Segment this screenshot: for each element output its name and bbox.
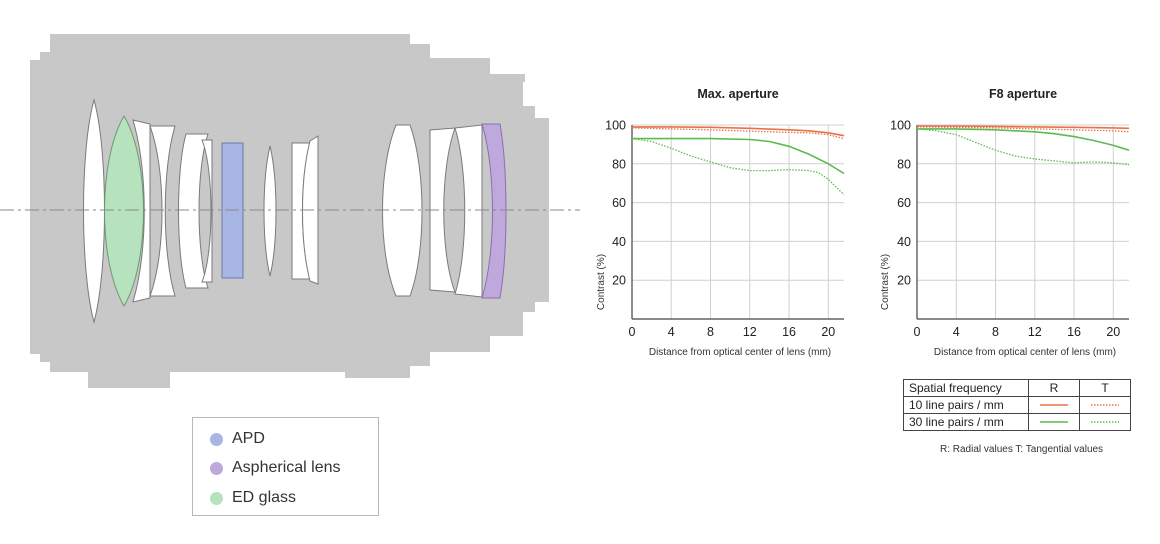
x-tick-label: 16: [1067, 325, 1081, 339]
series-line-2: [917, 128, 1130, 151]
x-tick-label: 4: [668, 325, 675, 339]
tangential-header: T: [1079, 379, 1131, 397]
legend-label-aspherical: Aspherical lens: [232, 459, 341, 476]
lens-diagram: [0, 34, 580, 388]
y-tick-label: 20: [612, 274, 626, 288]
radial-header: R: [1028, 379, 1080, 397]
mtf-table-row-30lp: 30 line pairs / mm: [903, 413, 1131, 431]
legend-item-apd: APD: [210, 429, 265, 449]
x-tick-label: 4: [953, 325, 960, 339]
chart-title-f8-aperture: F8 aperture: [988, 87, 1058, 101]
swatch-10lp-tangential: [1079, 396, 1131, 414]
legend-item-ed: ED glass: [210, 488, 296, 508]
lens-element-5: [178, 133, 209, 289]
legend-item-aspherical: Aspherical lens: [210, 458, 341, 478]
series-line-3: [916, 128, 1130, 166]
y-tick-label: 100: [605, 119, 626, 133]
y-tick-label: 80: [897, 157, 911, 171]
series-line-2: [632, 137, 845, 175]
series-line-1: [916, 126, 1130, 133]
x-tick-label: 8: [707, 325, 714, 339]
swatch-10lp-radial: [1028, 396, 1080, 414]
y-axis-label: Contrast (%): [880, 254, 891, 310]
mtf-table-header: Spatial frequency R T: [903, 379, 1131, 397]
series-line-0: [917, 125, 1130, 130]
series-line-0: [632, 126, 845, 137]
apd-swatch-icon: [210, 432, 223, 446]
lens-element-3: [132, 119, 151, 303]
mtf-footnote: R: Radial values T: Tangential values: [940, 444, 1104, 455]
y-tick-label: 40: [897, 235, 911, 249]
lens-element-6: [201, 139, 213, 283]
lens-element-4: [149, 125, 176, 297]
spatial-frequency-header: Spatial frequency: [903, 379, 1029, 397]
lens-element-8: [263, 145, 277, 277]
x-tick-label: 0: [914, 325, 921, 339]
mtf-table-row-10lp: 10 line pairs / mm: [903, 396, 1131, 414]
x-tick-label: 12: [1028, 325, 1042, 339]
x-axis-label: Distance from optical center of lens (mm…: [934, 347, 1116, 358]
y-tick-label: 100: [890, 119, 911, 133]
x-tick-label: 20: [1106, 325, 1120, 339]
y-tick-label: 40: [612, 235, 626, 249]
lens-element-12: [429, 127, 456, 293]
y-axis-label: Contrast (%): [596, 254, 607, 310]
x-axis-label: Distance from optical center of lens (mm…: [649, 347, 831, 358]
lens-element-aspherical: [481, 123, 507, 299]
lens-barrel: [30, 34, 549, 388]
lens-element-ed: [104, 115, 144, 307]
legend-label-apd: APD: [232, 430, 265, 447]
lens-element-1: [83, 98, 105, 324]
mtf-legend-table: Spatial frequency R T 10 line pairs / mm…: [903, 379, 1131, 431]
swatch-30lp-radial: [1028, 413, 1080, 431]
lens-element-13: [454, 124, 483, 298]
series-line-1: [631, 127, 845, 140]
y-tick-label: 20: [897, 274, 911, 288]
x-tick-label: 8: [992, 325, 999, 339]
swatch-30lp-tangential: [1079, 413, 1131, 431]
x-tick-label: 20: [821, 325, 835, 339]
x-tick-label: 12: [743, 325, 757, 339]
x-tick-label: 0: [629, 325, 636, 339]
chart-title-max-aperture: Max. aperture: [697, 87, 779, 101]
row-label-30lp: 30 line pairs / mm: [903, 413, 1029, 431]
legend-label-ed: ED glass: [232, 489, 297, 506]
y-tick-label: 80: [612, 157, 626, 171]
y-tick-label: 60: [897, 196, 911, 210]
diagram-legend: APD Aspherical lens ED glass: [192, 417, 379, 516]
aspherical-swatch-icon: [210, 461, 223, 475]
y-tick-label: 60: [612, 196, 626, 210]
row-label-10lp: 10 line pairs / mm: [903, 396, 1029, 414]
ed-swatch-icon: [210, 491, 223, 505]
x-tick-label: 16: [782, 325, 796, 339]
